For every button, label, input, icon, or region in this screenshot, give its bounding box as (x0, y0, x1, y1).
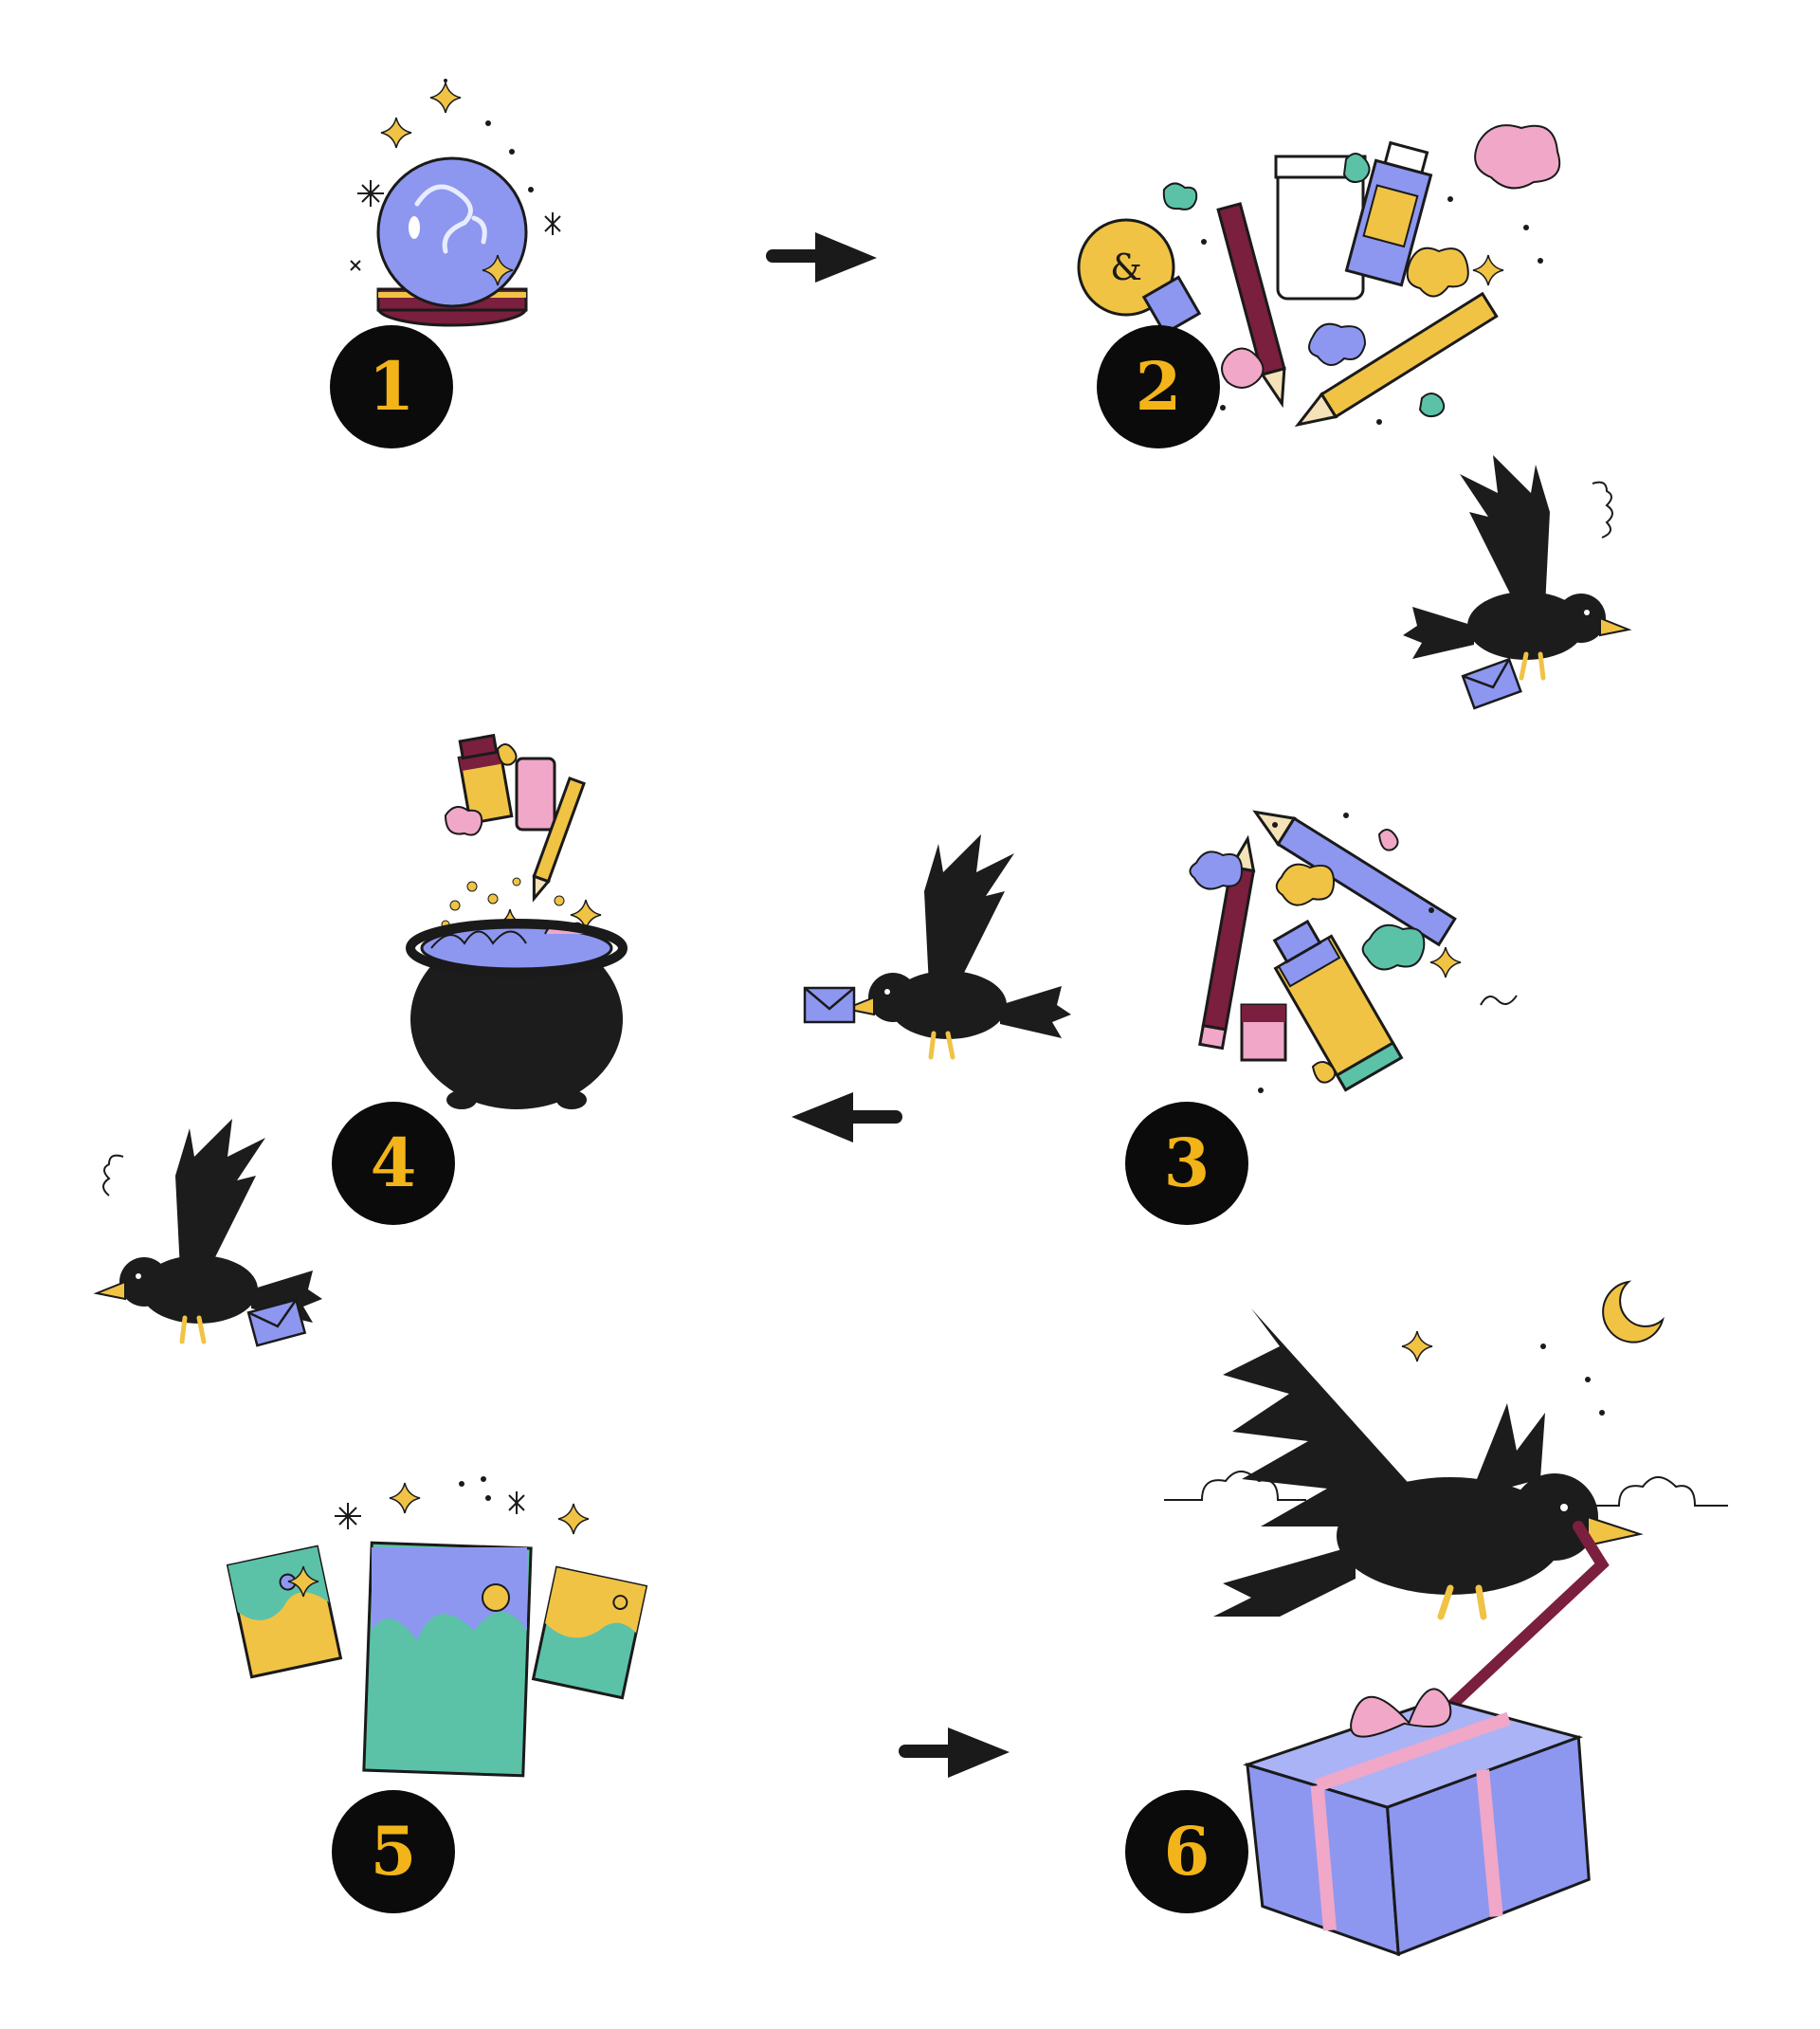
raven-with-letter-icon (1403, 455, 1629, 710)
step-badge-6: 6 (1125, 1790, 1248, 1913)
step-badge-4: 4 (332, 1102, 455, 1225)
step-number: 2 (1135, 347, 1182, 426)
step-number: 4 (370, 1124, 417, 1202)
framed-pictures-icon (226, 1476, 648, 1778)
art-supplies-icon: & (1077, 124, 1561, 428)
arrow-right-icon (766, 232, 877, 283)
step-badge-1: 1 (330, 325, 453, 448)
raven-with-letter-icon (97, 1119, 322, 1347)
step-number: 5 (370, 1812, 417, 1891)
art-supplies-icon (1189, 810, 1518, 1093)
step-badge-2: 2 (1097, 325, 1220, 448)
crystal-ball-icon (350, 79, 561, 327)
cauldron-icon (406, 733, 628, 1109)
svg-text:&: & (1110, 247, 1142, 288)
arrow-left-icon (792, 1092, 902, 1142)
raven-with-letter-icon (803, 834, 1071, 1057)
step-number: 3 (1163, 1124, 1210, 1202)
step-badge-3: 3 (1125, 1102, 1248, 1225)
step-number: 6 (1163, 1812, 1210, 1891)
arrow-right-icon (899, 1727, 1010, 1778)
step-badge-5: 5 (332, 1790, 455, 1913)
raven-gift-icon (1164, 1280, 1728, 1957)
step-number: 1 (368, 347, 415, 426)
